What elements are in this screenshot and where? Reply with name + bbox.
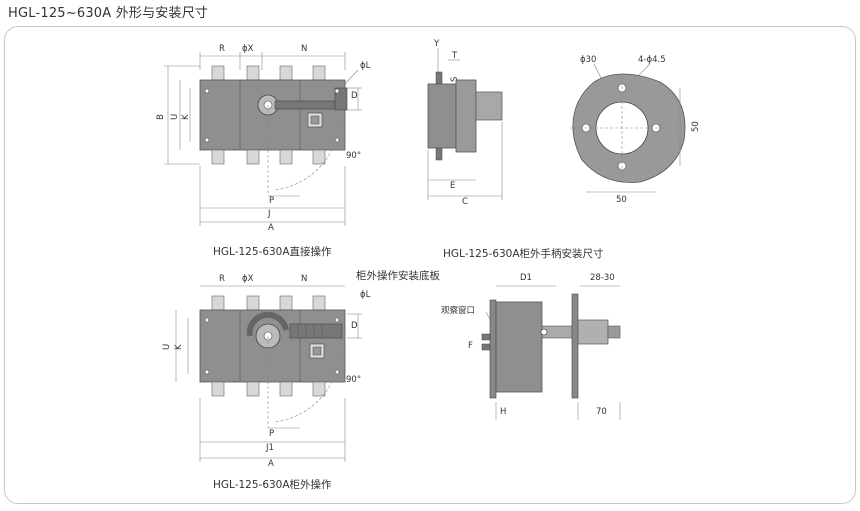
dim-T: T: [451, 51, 458, 61]
front-view-external: R ϕX N 柜外操作安装底板 ϕL U K: [162, 269, 440, 491]
dim-phiX: ϕX: [242, 44, 254, 54]
dim-Y: Y: [433, 39, 440, 49]
dim-D-2: D: [351, 321, 358, 331]
dim-C: C: [462, 197, 468, 207]
dim-U-2: U: [162, 344, 172, 350]
external-handle-side: D1 28-30 观察窗口 F H 70: [441, 273, 621, 420]
dim-J: J: [267, 209, 271, 219]
dim-N-2: N: [301, 274, 307, 284]
dim-K-2: K: [174, 344, 184, 350]
dim-phi30: ϕ30: [580, 55, 596, 65]
side-view: Y T S E C HGL-125-630A柜外手柄安装尺寸: [427, 39, 604, 260]
dim-H: H: [500, 407, 506, 417]
caption-mount-plate: 柜外操作安装底板: [356, 269, 440, 282]
angle-90-2: 90°: [346, 375, 361, 385]
dim-N: N: [301, 44, 307, 54]
dim-R-2: R: [219, 274, 225, 284]
dim-F: F: [468, 341, 473, 351]
dim-holes: 4-ϕ4.5: [638, 55, 666, 65]
caption-handle-mount: HGL-125-630A柜外手柄安装尺寸: [443, 247, 604, 260]
dim-phiX-2: ϕX: [242, 274, 254, 284]
dim-B: B: [156, 114, 166, 120]
dim-R: R: [219, 44, 225, 54]
dim-K: K: [181, 114, 191, 120]
dim-U: U: [170, 114, 180, 120]
caption-front-external: HGL-125-630A柜外操作: [213, 478, 332, 491]
dim-phiL-2: ϕL: [360, 290, 371, 300]
angle-90: 90°: [346, 151, 361, 161]
dim-phiL: ϕL: [360, 61, 371, 71]
dim-A: A: [268, 223, 274, 233]
dim-70: 70: [596, 407, 607, 417]
dim-S: S: [450, 77, 460, 82]
dim-D1: D1: [520, 273, 532, 283]
dim-J1: J1: [265, 443, 274, 453]
front-view-direct: R ϕX N ϕL B U: [156, 44, 371, 258]
handle-template: ϕ30 4-ϕ4.5 50 50: [570, 55, 701, 205]
drawing-frame: [4, 26, 856, 504]
dim-E: E: [450, 181, 455, 191]
dim-P: P: [269, 196, 274, 206]
caption-front-direct: HGL-125-630A直接操作: [213, 245, 332, 258]
dim-D: D: [351, 91, 358, 101]
observation-window-label: 观察窗口: [441, 305, 475, 316]
page-title: HGL-125~630A 外形与安装尺寸: [8, 6, 209, 21]
dim-P-2: P: [269, 429, 274, 439]
dim-28-30: 28-30: [590, 273, 615, 283]
dim-50-horizontal: 50: [616, 195, 627, 205]
dim-50-vertical: 50: [691, 121, 701, 132]
dim-A-2: A: [268, 459, 274, 469]
